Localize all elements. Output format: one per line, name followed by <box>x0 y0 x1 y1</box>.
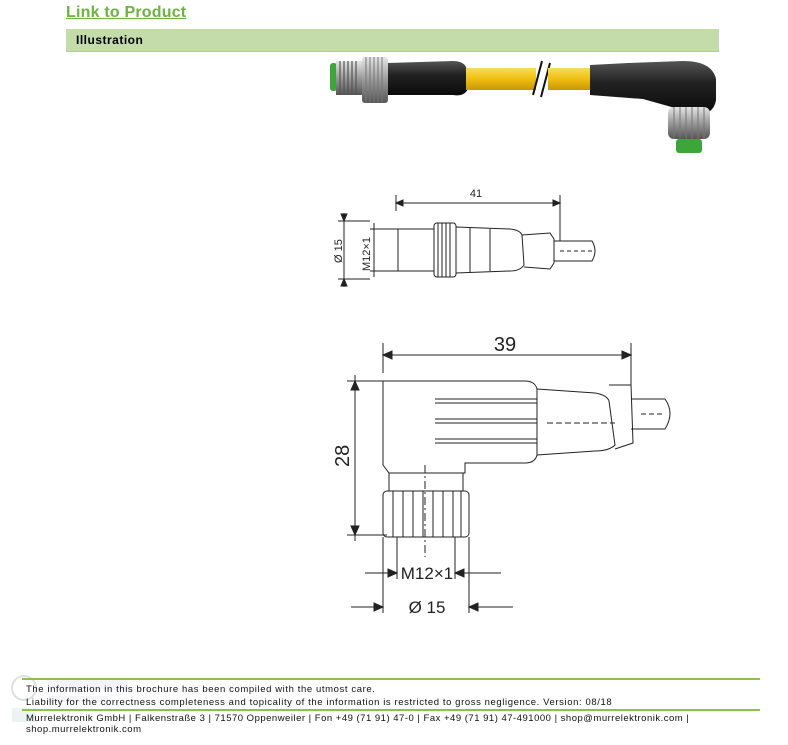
footer-divider-bottom <box>22 709 760 711</box>
dim-length-straight: 41 <box>470 188 482 200</box>
disclaimer-line-2: Liability for the correctness completene… <box>26 697 613 708</box>
product-photo <box>330 57 716 153</box>
section-header-illustration: Illustration <box>66 29 719 52</box>
link-to-product[interactable]: Link to Product <box>66 4 187 21</box>
angled-connector-drawing: 39 28 M12×1 Ø 15 <box>332 334 671 617</box>
section-title: Illustration <box>76 33 144 47</box>
footer-divider-top <box>22 678 760 680</box>
dim-length-angled: 39 <box>494 334 516 356</box>
contact-info: Murrelektronik GmbH | Falkenstraße 3 | 7… <box>26 713 690 735</box>
disclaimer-line-1: The information in this brochure has bee… <box>26 684 376 695</box>
straight-connector-drawing: 41 Ø 15 M12×1 <box>333 188 596 287</box>
dim-diameter-angled: Ø 15 <box>409 598 446 617</box>
watermark-logo <box>11 675 128 722</box>
dim-thread-angled: M12×1 <box>401 564 453 583</box>
dim-height-angled: 28 <box>332 445 354 467</box>
dim-diameter-straight: Ø 15 <box>333 239 345 263</box>
dim-thread-straight: M12×1 <box>361 237 373 271</box>
